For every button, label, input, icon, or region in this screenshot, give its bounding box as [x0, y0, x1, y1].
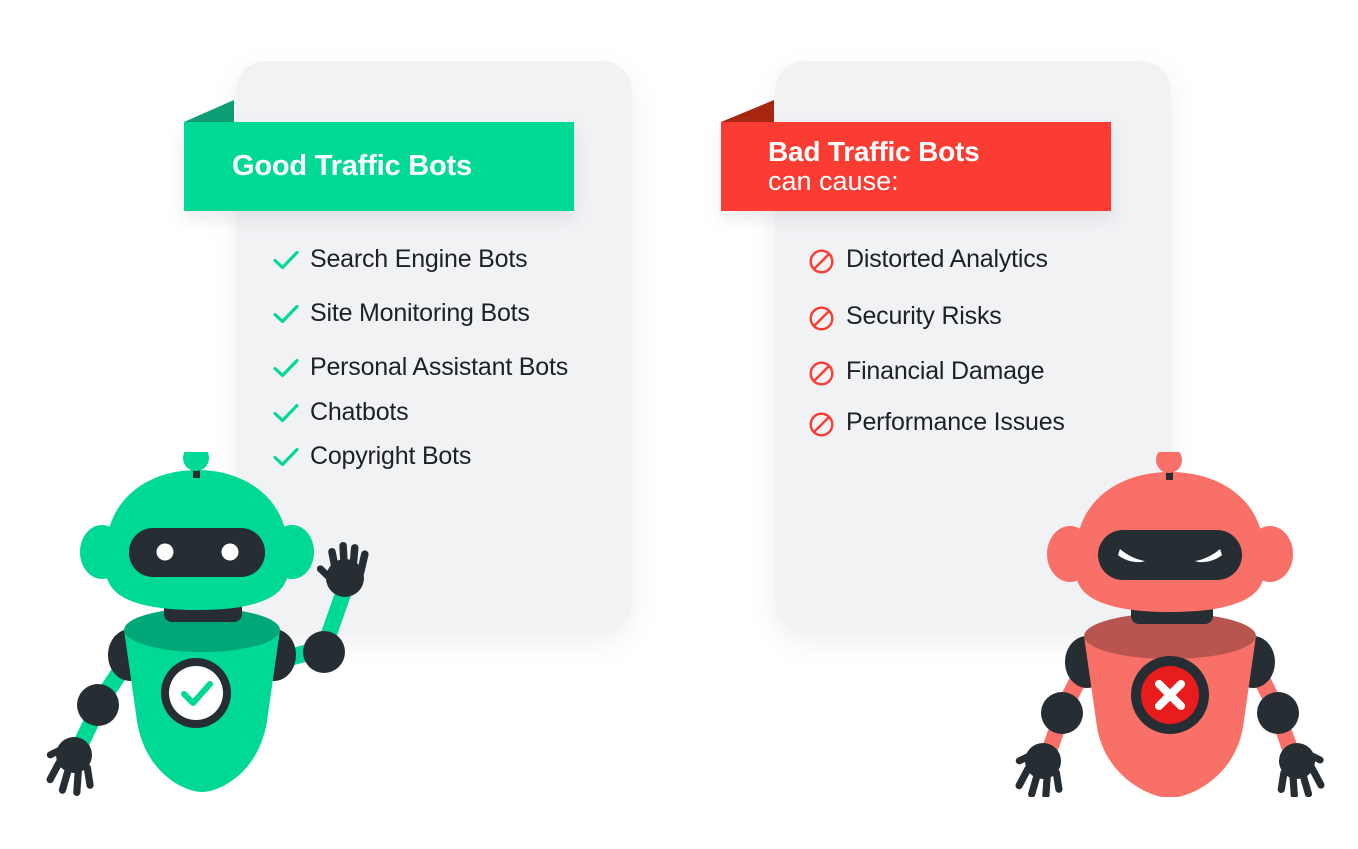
list-item-label: Financial Damage: [846, 357, 1045, 385]
good-traffic-banner: Good Traffic Bots: [184, 122, 574, 211]
list-item-label: Distorted Analytics: [846, 245, 1048, 273]
check-icon: [272, 243, 310, 277]
ribbon-fold-bad: [721, 100, 774, 122]
list-item-label: Search Engine Bots: [310, 245, 528, 273]
good-robot-illustration: [42, 445, 372, 797]
robot-visor: [129, 528, 265, 577]
prohibited-icon: [808, 243, 846, 280]
check-badge: [161, 658, 231, 728]
good-bots-list: Search Engine Bots Site Monitoring Bots …: [272, 243, 612, 494]
check-icon: [272, 351, 310, 385]
list-item: Copyright Bots: [272, 440, 612, 474]
prohibited-icon: [808, 406, 846, 443]
bad-robot-illustration: [1010, 447, 1340, 800]
list-item: Chatbots: [272, 396, 612, 430]
list-item-label: Personal Assistant Bots: [310, 353, 569, 381]
bad-traffic-banner: Bad Traffic Bots can cause:: [721, 122, 1111, 211]
left-eye: [1118, 549, 1145, 563]
check-icon: [272, 297, 310, 331]
list-item: Site Monitoring Bots: [272, 297, 612, 331]
list-item-label: Site Monitoring Bots: [310, 299, 530, 327]
prohibited-icon: [808, 355, 846, 392]
good-banner-title: Good Traffic Bots: [232, 149, 472, 182]
bad-banner-title: Bad Traffic Bots: [768, 135, 980, 167]
antenna-ball: [1156, 447, 1182, 473]
list-item: Distorted Analytics: [808, 243, 1148, 280]
list-item-label: Performance Issues: [846, 408, 1065, 436]
check-icon: [272, 396, 310, 430]
list-item: Personal Assistant Bots: [272, 351, 612, 385]
list-item: Performance Issues: [808, 406, 1148, 443]
bad-banner-subtitle: can cause:: [768, 165, 899, 196]
robot-left-arm: [46, 648, 139, 797]
list-item-label: Chatbots: [310, 398, 409, 426]
ribbon-fold-good: [184, 100, 234, 122]
x-badge: [1131, 656, 1209, 734]
list-item: Security Risks: [808, 300, 1148, 337]
check-icon: [272, 440, 310, 474]
robot-visor: [1098, 530, 1242, 580]
robot-left-arm: [1015, 655, 1095, 800]
right-eye: [221, 543, 239, 561]
list-item-label: Security Risks: [846, 302, 1002, 330]
list-item: Search Engine Bots: [272, 243, 612, 277]
list-item-label: Copyright Bots: [310, 442, 472, 470]
right-eye: [1195, 549, 1222, 563]
antenna-ball: [183, 445, 209, 471]
bad-bots-list: Distorted Analytics Security Risks Finan…: [808, 243, 1148, 463]
left-eye: [156, 543, 174, 561]
list-item: Financial Damage: [808, 355, 1148, 392]
prohibited-icon: [808, 300, 846, 337]
